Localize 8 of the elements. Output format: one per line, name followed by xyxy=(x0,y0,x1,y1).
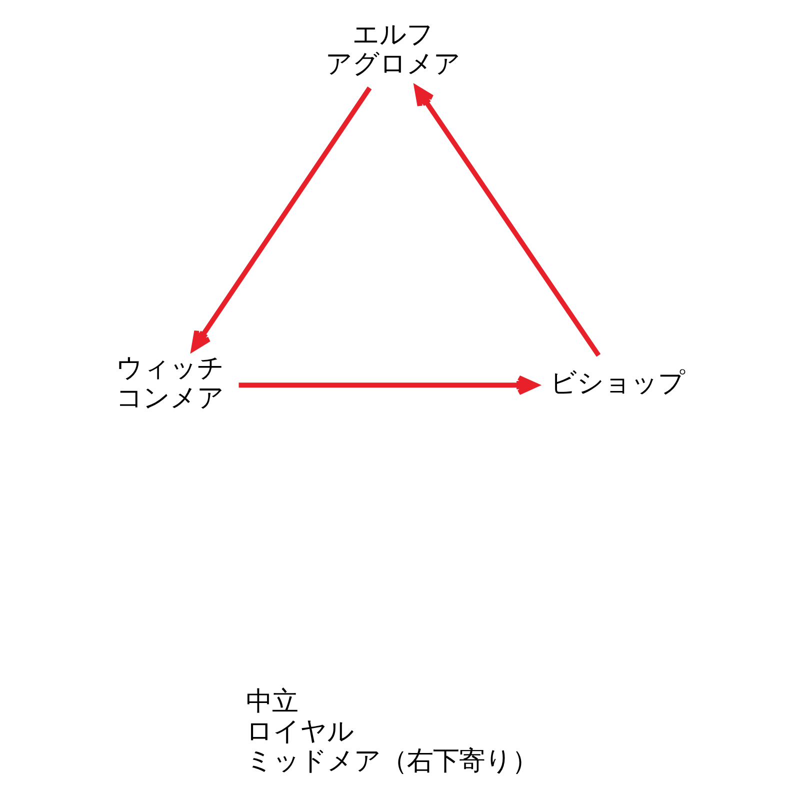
node-text: ウィッチ コンメア xyxy=(116,352,224,414)
node-text: ビショップ xyxy=(550,367,685,398)
label: ロイヤル xyxy=(246,716,354,747)
node-text: エルフ アグロメア xyxy=(325,18,460,80)
label: ミッドメア（右下寄り） xyxy=(246,746,538,777)
arrow xyxy=(190,86,372,352)
arrow xyxy=(414,85,600,357)
label: 中立 xyxy=(246,686,298,718)
